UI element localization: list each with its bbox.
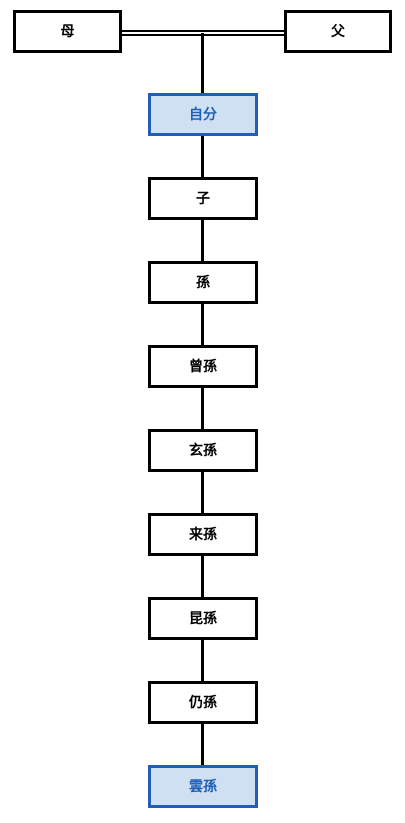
lineage-node-child: 子 (148, 177, 258, 220)
lineage-node-7th-generation: 仍孫 (148, 681, 258, 724)
lineage-node-great-great-grandchild: 玄孫 (148, 429, 258, 472)
mother-node: 母 (13, 10, 122, 53)
lineage-node-5th-generation: 来孫 (148, 513, 258, 556)
lineage-node-8th-generation: 雲孫 (148, 765, 258, 808)
lineage-node-6th-generation: 昆孫 (148, 597, 258, 640)
lineage-node-self: 自分 (148, 93, 258, 136)
lineage-node-grandchild: 孫 (148, 261, 258, 304)
lineage-node-great-grandchild: 曾孫 (148, 345, 258, 388)
father-node: 父 (284, 10, 392, 53)
descent-line (201, 33, 204, 787)
